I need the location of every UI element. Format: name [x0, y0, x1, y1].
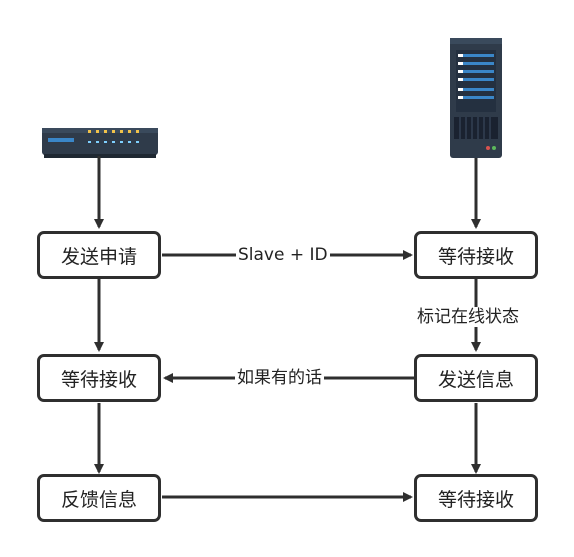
node-wait-receive-right-bottom: 等待接收 — [414, 474, 538, 522]
node-send-info: 发送信息 — [414, 354, 538, 402]
edge-label-mark-online: 标记在线状态 — [415, 307, 521, 327]
edge-label-if-any: 如果有的话 — [235, 368, 324, 388]
node-feedback-info: 反馈信息 — [37, 474, 161, 522]
node-wait-receive-right-top: 等待接收 — [414, 231, 538, 279]
node-send-request: 发送申请 — [37, 231, 161, 279]
node-wait-receive-left: 等待接收 — [37, 354, 161, 402]
edge-label-slave-id: Slave + ID — [236, 245, 330, 265]
network-switch-icon — [42, 128, 158, 158]
server-tower-icon — [450, 38, 502, 158]
